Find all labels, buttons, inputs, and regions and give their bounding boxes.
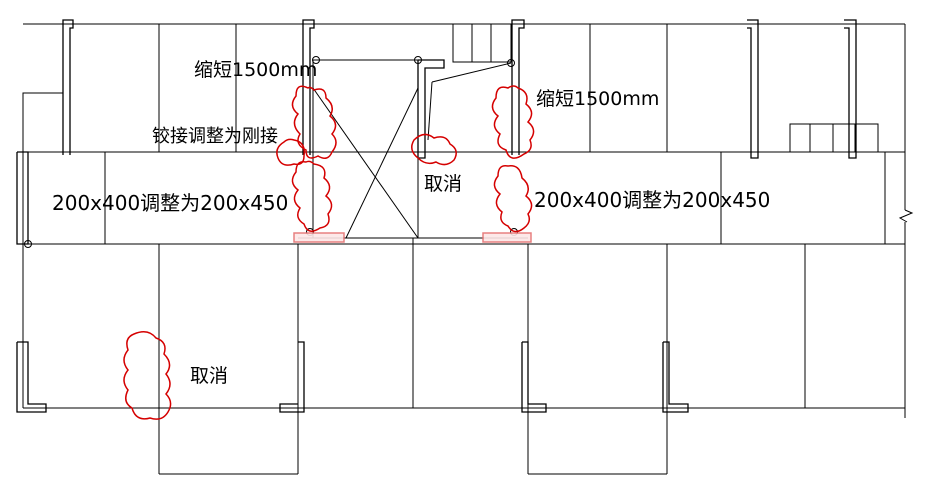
revision-cloud-cancel-center: [411, 133, 457, 166]
beam-end-highlight-left: [293, 232, 345, 243]
annotations: 缩短1500mm 缩短1500mm 铰接调整为刚接 200x400调整为200x…: [52, 59, 770, 387]
wall-segments: [16, 19, 857, 413]
column-point: [312, 56, 320, 64]
revision-clouds: [123, 85, 535, 420]
plan-grid-lines: [22, 23, 914, 475]
revision-cloud-cancel-left: [123, 331, 172, 420]
revision-cloud-lower-right: [493, 164, 533, 233]
revision-cloud-upper-right: [491, 85, 535, 159]
label-beam-right: 200x400调整为200x450: [534, 188, 770, 212]
column-point: [507, 59, 515, 67]
label-cancel-left: 取消: [190, 365, 228, 387]
column-point: [24, 240, 32, 248]
revision-cloud-lower-left: [291, 160, 333, 232]
label-shorten-left: 缩短1500mm: [194, 59, 317, 81]
label-cancel-center: 取消: [424, 173, 462, 195]
label-beam-left: 200x400调整为200x450: [52, 191, 288, 215]
beam-end-highlight-right: [482, 232, 532, 243]
column-point: [414, 56, 422, 64]
revision-cloud-hinge: [276, 138, 306, 166]
label-hinge-to-rigid: 铰接调整为刚接: [152, 126, 278, 147]
revision-cloud-upper-left: [291, 85, 337, 159]
label-shorten-right: 缩短1500mm: [536, 88, 659, 110]
